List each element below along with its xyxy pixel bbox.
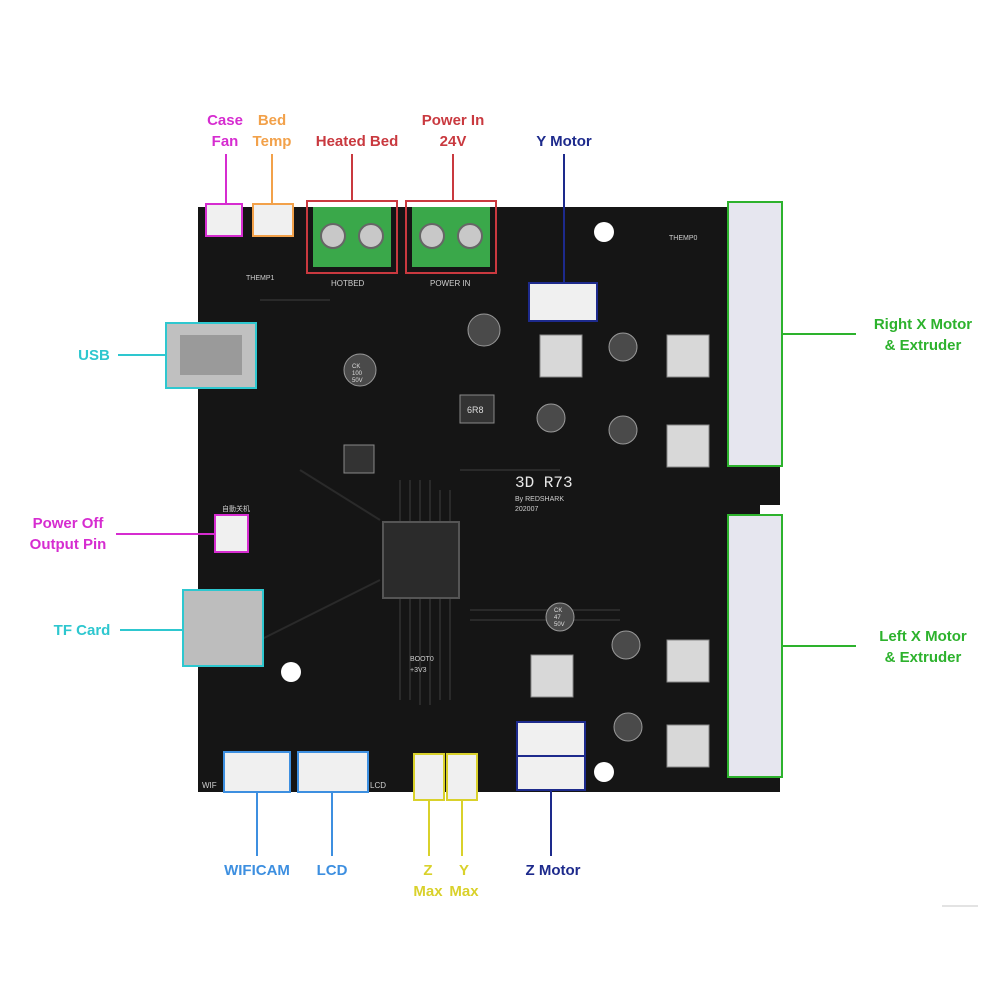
bed-temp-connector: [252, 203, 294, 237]
silk-cap-small: 50V: [554, 622, 565, 628]
silk-power-in: POWER IN: [430, 279, 471, 288]
callout-lines: [116, 154, 856, 856]
silk-cap: CK: [352, 364, 360, 370]
mounting-hole: [281, 662, 301, 682]
pcb-board: [198, 207, 780, 792]
silk-lcd: LCD: [370, 781, 386, 790]
silk-cap-small: 47: [554, 615, 561, 621]
inductor: [343, 444, 375, 474]
silk-by: By REDSHARK: [515, 496, 564, 503]
power-off-connector: [214, 514, 249, 553]
wificam-connector: [223, 751, 291, 793]
mcu-chip: [382, 521, 460, 599]
left-x-motor-header: [727, 514, 783, 778]
silk-title: 3D R73: [515, 474, 573, 492]
silk-temp0: THEMP0: [669, 235, 698, 242]
label-z-motor: Z Motor: [525, 862, 581, 879]
silk-date: 202007: [515, 506, 538, 513]
case-fan-connector: [205, 203, 243, 237]
label-left-x-motor: Left X Motor& Extruder: [879, 628, 967, 666]
z-max-connector: [413, 753, 445, 801]
mounting-hole: [594, 762, 614, 782]
y-motor-connector: [528, 282, 598, 322]
mounting-hole: [594, 222, 614, 242]
tf-card-slot: [182, 589, 264, 667]
label-right-x-motor: Right X Motor& Extruder: [873, 316, 973, 354]
silk-cap: 100: [352, 371, 363, 377]
right-x-motor-header: [727, 201, 783, 467]
power-in-box: [405, 200, 497, 274]
y-max-connector: [446, 753, 478, 801]
label-usb: USB: [78, 347, 110, 364]
silk-wifi: WIF: [202, 781, 217, 790]
lcd-connector: [297, 751, 369, 793]
silk-inductor: 6R8: [467, 405, 484, 415]
stepper-heatsinks: [530, 334, 710, 768]
capacitors: [343, 313, 643, 742]
label-wificam: WIFICAM: [224, 862, 290, 879]
silk-hotbed: HOTBED: [331, 279, 365, 288]
label-lcd: LCD: [316, 862, 348, 879]
silk-3v3: +3V3: [410, 667, 427, 674]
label-heated-bed: Heated Bed: [315, 133, 399, 150]
label-tf-card: TF Card: [53, 622, 111, 639]
inductor: [459, 394, 495, 424]
silk-auto-off: 自動关机: [222, 504, 250, 513]
silk-boot: BOOT0: [410, 656, 434, 663]
silk-cap: 50V: [352, 378, 363, 384]
label-y-motor: Y Motor: [536, 133, 592, 150]
silk-cap-small: CK: [554, 608, 562, 614]
silk-temp1: THEMP1: [246, 275, 275, 282]
